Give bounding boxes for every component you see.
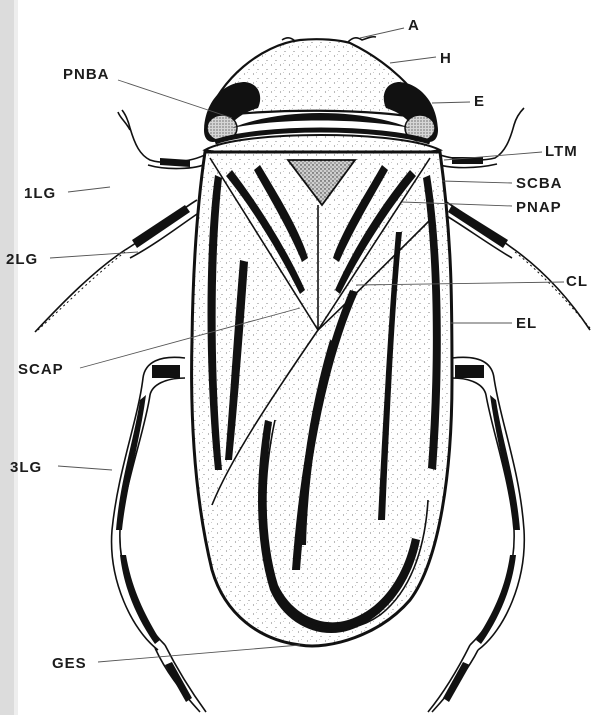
label-scap: SCAP [18, 361, 64, 378]
head [204, 37, 438, 142]
middle-leg-left [35, 200, 200, 332]
front-leg-right [432, 108, 524, 168]
label-2lg: 2LG [6, 251, 38, 268]
front-leg-left [118, 110, 210, 169]
vertex-band [232, 113, 410, 128]
label-ges: GES [52, 655, 87, 672]
label-scba: SCBA [516, 175, 563, 192]
label-1lg: 1LG [24, 185, 56, 202]
label-3lg: 3LG [10, 459, 42, 476]
middle-leg-right [440, 200, 590, 330]
label-cl: CL [566, 273, 588, 290]
label-a: A [408, 17, 420, 34]
label-el: EL [516, 315, 537, 332]
label-ltm: LTM [545, 143, 578, 160]
label-h: H [440, 50, 452, 67]
body [192, 152, 452, 646]
label-e: E [474, 93, 485, 110]
label-pnba: PNBA [63, 66, 110, 83]
label-pnap: PNAP [516, 199, 562, 216]
scan-edge-shadow [0, 0, 14, 715]
